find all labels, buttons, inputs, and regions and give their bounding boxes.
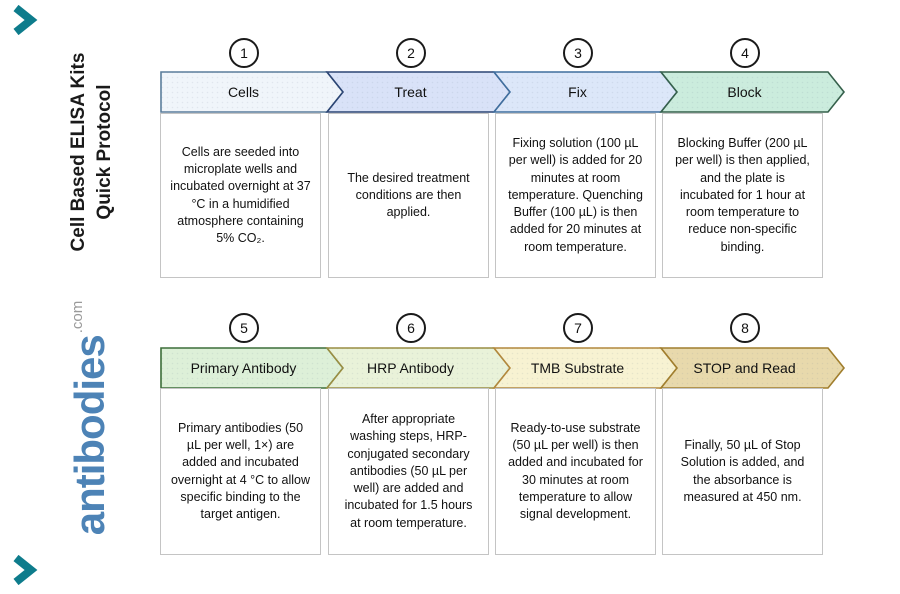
arrow-texture [161,348,343,388]
arrow-texture [327,348,510,388]
step-number-badge: 3 [563,38,593,68]
step-description-box: Fixing solution (100 µL per well) is add… [495,113,656,278]
step-number-badge: 5 [229,313,259,343]
step-label: Fix [568,84,587,100]
step-label: Cells [227,84,260,100]
step-number-badge: 8 [730,313,760,343]
arrow-texture [494,72,677,112]
step-description-box: Primary antibodies (50 µL per well, 1×) … [160,388,321,555]
step-number-badge: 2 [396,38,426,68]
arrow-texture [661,348,844,388]
protocol-row-1: 1 2 3 4 Cells Treat Fix Block Cells are … [160,38,860,280]
step-label: Primary Antibody [190,360,297,376]
step-number-badge: 6 [396,313,426,343]
arrow-banner-row-2 [160,347,846,389]
brand-chevron-top-icon [13,5,38,35]
step-number-badge: 4 [730,38,760,68]
step-number-badge: 1 [229,38,259,68]
step-description-box: After appropriate washing steps, HRP-con… [328,388,489,555]
arrow-texture [161,72,343,112]
step-number-badge: 7 [563,313,593,343]
arrow-texture [327,72,510,112]
arrow-texture [494,348,677,388]
page-title: Cell Based ELISA Kits Quick Protocol [66,32,122,272]
step-label: Treat [394,84,427,100]
step-description-box: Cells are seeded into microplate wells a… [160,113,321,278]
arrow-banner-row-1 [160,71,846,113]
arrow-texture [661,72,844,112]
brand-logo-suffix: .com [68,300,86,334]
step-label: TMB Substrate [530,360,625,376]
step-description-box: Blocking Buffer (200 µL per well) is the… [662,113,823,278]
brand-logo: antibodies .com [58,263,122,573]
brand-logo-text: antibodies [66,335,113,536]
step-description-box: Ready-to-use substrate (50 µL per well) … [495,388,656,555]
page-title-line2: Quick Protocol [93,84,115,220]
step-description-box: Finally, 50 µL of Stop Solution is added… [662,388,823,555]
brand-chevron-bottom-icon [13,555,38,585]
step-label: STOP and Read [693,360,796,376]
step-label: HRP Antibody [367,360,454,376]
step-label: Block [727,84,762,100]
page-title-line1: Cell Based ELISA Kits [68,52,89,252]
step-description-box: The desired treatment conditions are the… [328,113,489,278]
protocol-row-2: 5 6 7 8 Primary Antibody HRP Antibody TM… [160,313,860,557]
